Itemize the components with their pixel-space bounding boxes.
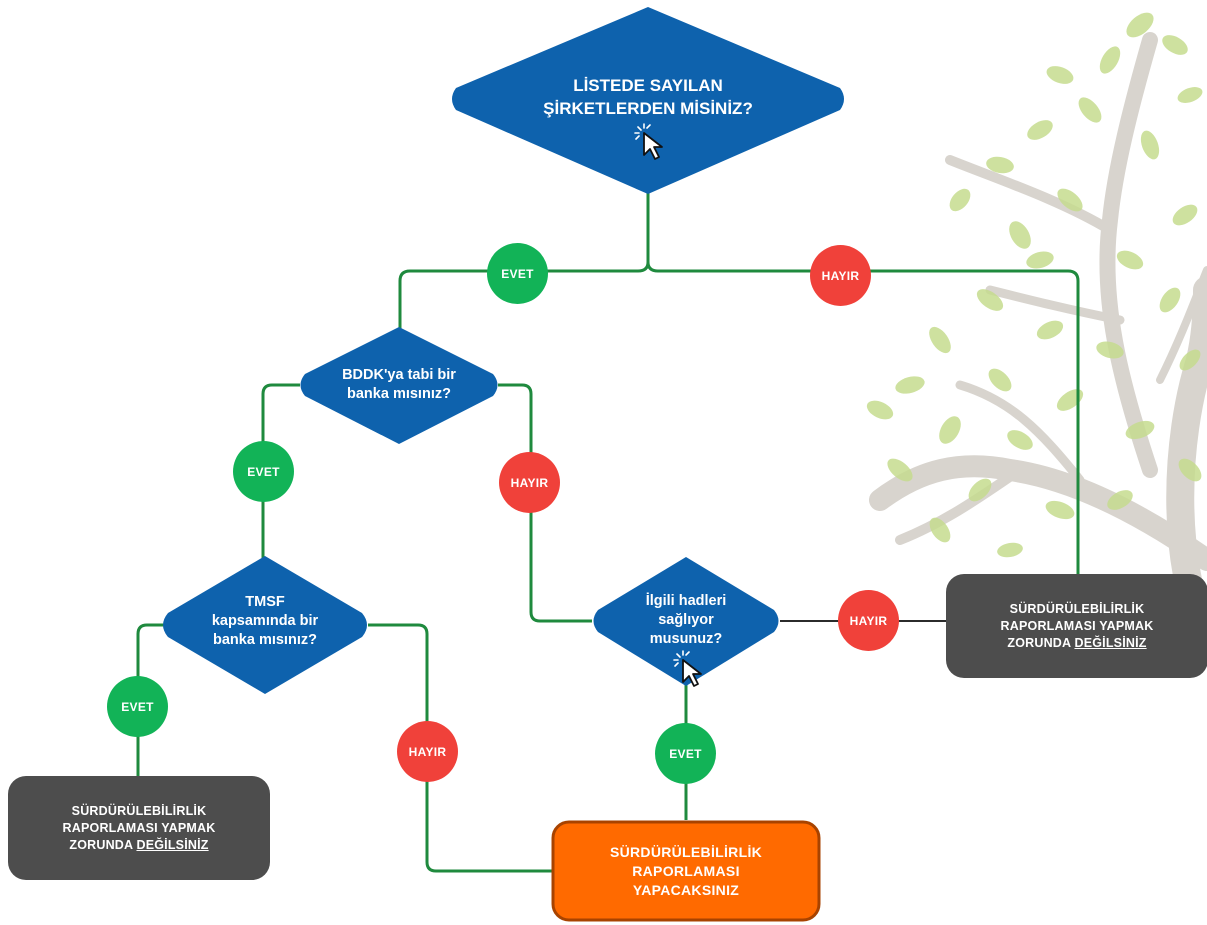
answer-badge-yes: EVET xyxy=(487,243,548,304)
decision-bddk-diamond xyxy=(300,327,498,444)
cursor-click-icon xyxy=(673,650,702,687)
decision-listed-diamond xyxy=(452,7,844,194)
outcome-box-required xyxy=(551,820,821,922)
connector-tmsf-yes xyxy=(136,623,165,777)
connector-listed-no xyxy=(646,261,1080,575)
outcome-box-right xyxy=(946,574,1207,678)
outcome-box-left xyxy=(8,776,270,880)
answer-badge-yes: EVET xyxy=(655,723,716,784)
answer-badge-yes: EVET xyxy=(233,441,294,502)
connector-tmsf-no xyxy=(368,623,553,873)
answer-badge-no: HAYIR xyxy=(499,452,560,513)
decision-tmsf-diamond xyxy=(163,556,367,694)
connector-bddk-yes xyxy=(261,383,300,558)
decision-thresholds-diamond xyxy=(593,557,779,686)
cursor-click-icon xyxy=(634,123,663,160)
answer-badge-no: HAYIR xyxy=(810,245,871,306)
answer-badge-yes: EVET xyxy=(107,676,168,737)
answer-badge-no: HAYIR xyxy=(838,590,899,651)
tree-illustration xyxy=(866,12,1207,654)
connector-listed-yes xyxy=(398,261,650,330)
answer-badge-no: HAYIR xyxy=(397,721,458,782)
